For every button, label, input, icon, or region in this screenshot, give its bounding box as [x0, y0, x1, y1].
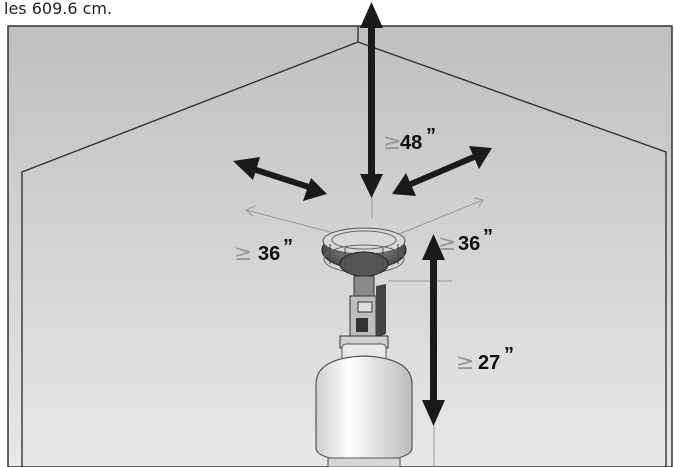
right-clearance-label: ≥ 36 ” [438, 226, 493, 256]
floor-geq-symbol: ≥ [456, 350, 474, 375]
left-guide-arrow [245, 205, 339, 235]
ceiling-geq-symbol: ≥ [383, 130, 401, 155]
heater-head [321, 227, 407, 277]
floor-clearance-label: ≥ 27 ” [456, 344, 514, 375]
wall-corner-lines [21, 26, 667, 467]
ceiling-clearance-label: ≥ 48 ” [383, 125, 436, 155]
left-value: 36 [258, 243, 280, 265]
ceiling-value: 48 [400, 132, 422, 154]
right-guide-arrow [393, 197, 484, 237]
left-geq-symbol: ≥ [234, 241, 252, 266]
propane-tank [315, 343, 413, 467]
caption: les 609.6 cm. [4, 0, 113, 18]
ceiling-clearance-arrow [360, 2, 383, 198]
floor-clearance-arrow [422, 234, 445, 426]
left-clearance-label: ≥ 36 ” [234, 236, 293, 266]
floor-unit: ” [504, 344, 514, 366]
ceiling-unit: ” [426, 125, 436, 147]
left-unit: ” [283, 236, 293, 258]
upper-left-clearance-arrow [233, 157, 327, 201]
room-border [7, 25, 673, 467]
floor-value: 27 [478, 352, 500, 374]
right-unit: ” [483, 226, 493, 248]
upper-right-clearance-arrow [392, 146, 492, 196]
right-geq-symbol: ≥ [438, 231, 456, 256]
right-value: 36 [458, 233, 480, 255]
